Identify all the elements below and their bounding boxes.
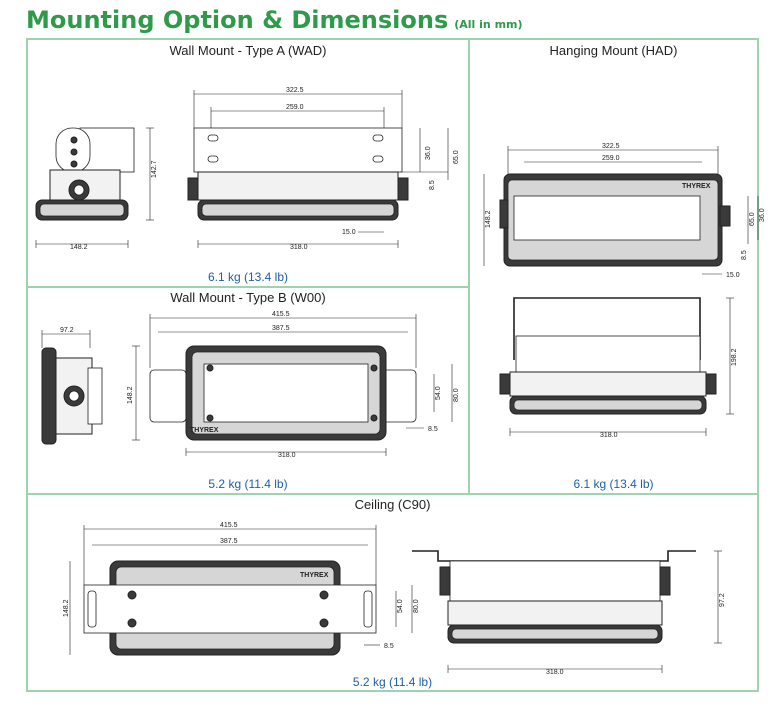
wad-dim-318: 318.0 xyxy=(290,244,308,251)
c90-weight: 5.2 kg (11.4 lb) xyxy=(352,675,433,689)
w00-dim-80: 80.0 xyxy=(453,388,460,402)
c90-panel: Ceiling (C90) 415.5 387.5 THYREX 148.2 5… xyxy=(27,494,758,691)
had-panel: Hanging Mount (HAD) 322.5 259.0 THYREX 1… xyxy=(469,39,766,494)
had-weight: 6.1 kg (13.4 lb) xyxy=(573,477,654,491)
c90-dim-54: 54.0 xyxy=(397,599,404,613)
c90-brand-logo: THYREX xyxy=(300,572,329,579)
wad-dim-148: 148.2 xyxy=(70,244,88,251)
c90-dim-387: 387.5 xyxy=(220,538,238,545)
w00-dim-97: 97.2 xyxy=(60,327,74,334)
w00-dim-318: 318.0 xyxy=(278,452,296,459)
w00-dim-148: 148.2 xyxy=(127,386,134,404)
had-caption: Hanging Mount (HAD) xyxy=(549,43,678,58)
w00-dim-54: 54.0 xyxy=(435,386,442,400)
had-top-view: 322.5 259.0 THYREX 148.2 36.0 65.0 8.5 1… xyxy=(483,143,766,279)
w00-dim-85: 8.5 xyxy=(428,426,438,433)
w00-front-view: 415.5 387.5 THYREX 148.2 54.0 80.0 xyxy=(127,311,460,459)
c90-dim-85: 8.5 xyxy=(384,643,394,650)
wad-dim-85: 8.5 xyxy=(429,180,436,190)
wad-drawing: 142.7 148.2 322.5 259.0 xyxy=(35,87,460,251)
had-brand-logo: THYREX xyxy=(682,183,711,190)
wad-side-view: 142.7 148.2 xyxy=(35,127,158,251)
w00-side-view: 97.2 xyxy=(41,327,103,445)
w00-dim-387: 387.5 xyxy=(272,325,290,332)
page-title: Mounting Option & Dimensions(All in mm) xyxy=(26,6,523,34)
had-dim-148: 148.2 xyxy=(485,210,492,228)
wad-dim-36: 36.0 xyxy=(425,146,432,160)
w00-drawing: 97.2 415.5 387.5 THYREX xyxy=(41,311,460,459)
wad-dim-142: 142.7 xyxy=(151,160,158,178)
c90-dim-415: 415.5 xyxy=(220,522,238,529)
had-dim-65: 65.0 xyxy=(749,212,756,226)
wad-panel: Wall Mount - Type A (WAD) 142.7 148.2 xyxy=(27,39,469,287)
wad-dim-65: 65.0 xyxy=(453,150,460,164)
had-dim-259: 259.0 xyxy=(602,155,620,162)
wad-caption: Wall Mount - Type A (WAD) xyxy=(169,43,327,58)
wad-dim-259: 259.0 xyxy=(286,104,304,111)
had-dim-36: 36.0 xyxy=(759,208,766,222)
had-dim-85: 8.5 xyxy=(741,250,748,260)
w00-caption: Wall Mount - Type B (W00) xyxy=(170,290,326,305)
wad-weight: 6.1 kg (13.4 lb) xyxy=(207,270,289,284)
had-dim-198: 198.2 xyxy=(731,348,738,366)
dimensions-frame: Wall Mount - Type A (WAD) 142.7 148.2 xyxy=(26,38,766,692)
c90-side-view: 97.2 318.0 xyxy=(412,550,726,676)
c90-drawing: 415.5 387.5 THYREX 148.2 54.0 80.0 8.5 xyxy=(63,522,726,676)
had-dim-318: 318.0 xyxy=(600,432,618,439)
c90-top-view: 415.5 387.5 THYREX 148.2 54.0 80.0 8.5 xyxy=(63,522,420,656)
c90-dim-318: 318.0 xyxy=(546,669,564,676)
wad-dim-322: 322.5 xyxy=(286,87,304,94)
wad-front-view: 322.5 259.0 36.0 65.0 8.5 15.0 xyxy=(187,87,460,251)
had-dim-15: 15.0 xyxy=(726,272,740,279)
had-dim-322: 322.5 xyxy=(602,143,620,150)
had-front-view: 198.2 318.0 xyxy=(499,297,738,439)
c90-caption: Ceiling (C90) xyxy=(354,497,431,512)
units-note: (All in mm) xyxy=(454,18,523,31)
had-drawing: 322.5 259.0 THYREX 148.2 36.0 65.0 8.5 1… xyxy=(483,143,766,439)
w00-weight: 5.2 kg (11.4 lb) xyxy=(208,477,288,491)
c90-dim-97: 97.2 xyxy=(719,593,726,607)
w00-dim-415: 415.5 xyxy=(272,311,290,318)
c90-dim-80: 80.0 xyxy=(413,599,420,613)
c90-dim-148: 148.2 xyxy=(63,599,70,617)
w00-brand-logo: THYREX xyxy=(190,427,219,434)
w00-panel: Wall Mount - Type B (W00) 97.2 415.5 387… xyxy=(27,287,469,494)
wad-dim-15: 15.0 xyxy=(342,229,356,236)
